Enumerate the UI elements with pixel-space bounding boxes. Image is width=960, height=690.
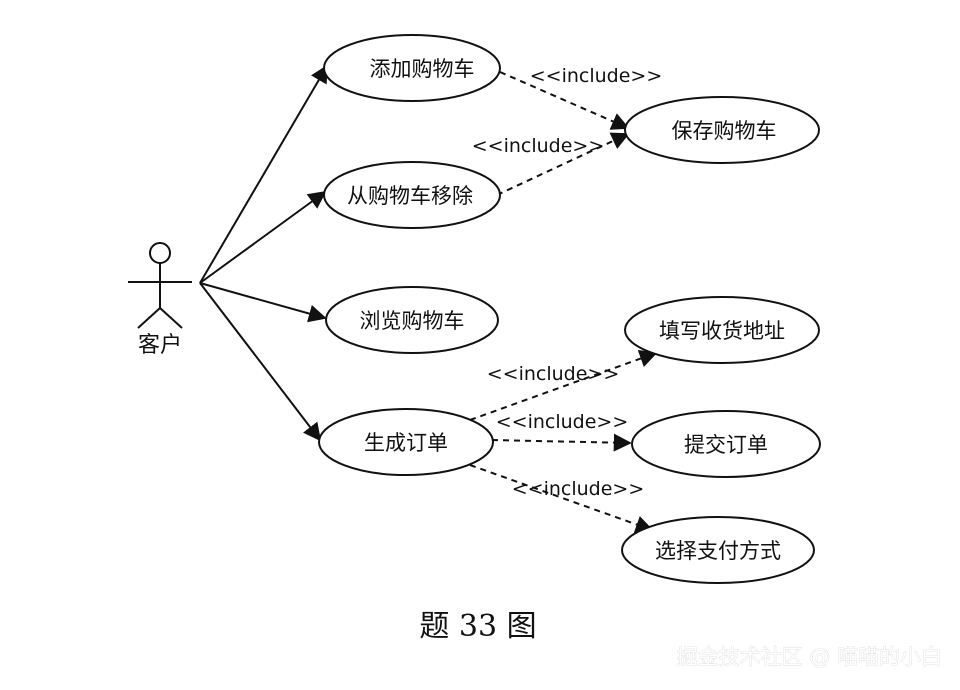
usecase-fill-address <box>624 296 820 364</box>
actor-right-leg <box>159 307 183 329</box>
usecase-remove-from-cart <box>323 161 501 229</box>
usecase-label-remove-from-cart: 从购物车移除 <box>347 184 473 208</box>
include-remove-to-save <box>496 132 630 196</box>
association-remove-from-cart <box>199 190 327 284</box>
actor-head <box>149 242 171 264</box>
association-add-to-cart <box>199 64 328 284</box>
usecase-generate-order <box>318 408 494 476</box>
usecase-choose-payment <box>621 516 815 584</box>
watermark: 掘金技术社区 @ 喵喵的小白 <box>677 645 942 669</box>
actor-customer <box>128 242 192 329</box>
usecase-label-save-cart: 保存购物车 <box>672 119 777 143</box>
usecase-label-choose-payment: 选择支付方式 <box>655 539 781 563</box>
actor-label: 客户 <box>138 333 182 358</box>
stereotype-include-1: <<include>> <box>530 65 663 87</box>
usecase-save-cart <box>624 96 820 164</box>
association-generate-order <box>199 282 322 442</box>
usecase-label-add-to-cart: 添加购物车 <box>370 57 475 81</box>
usecase-label-fill-address: 填写收货地址 <box>659 319 785 343</box>
include-add-to-save <box>499 71 630 130</box>
usecase-add-to-cart <box>323 34 501 102</box>
stereotype-include-3: <<include>> <box>487 363 620 385</box>
usecase-label-generate-order: 生成订单 <box>364 431 448 455</box>
stereotype-include-2: <<include>> <box>472 135 605 157</box>
figure-caption: 题 33 图 <box>419 609 536 644</box>
actor-left-leg <box>137 307 161 329</box>
association-browse-cart <box>199 282 327 323</box>
usecase-label-browse-cart: 浏览购物车 <box>360 309 465 333</box>
usecase-browse-cart <box>325 286 499 354</box>
usecase-submit-order <box>631 410 821 478</box>
stereotype-include-4: <<include>> <box>496 411 629 433</box>
stereotype-include-5: <<include>> <box>512 478 645 500</box>
usecase-label-submit-order: 提交订单 <box>684 433 768 457</box>
include-order-to-submit <box>491 433 632 452</box>
